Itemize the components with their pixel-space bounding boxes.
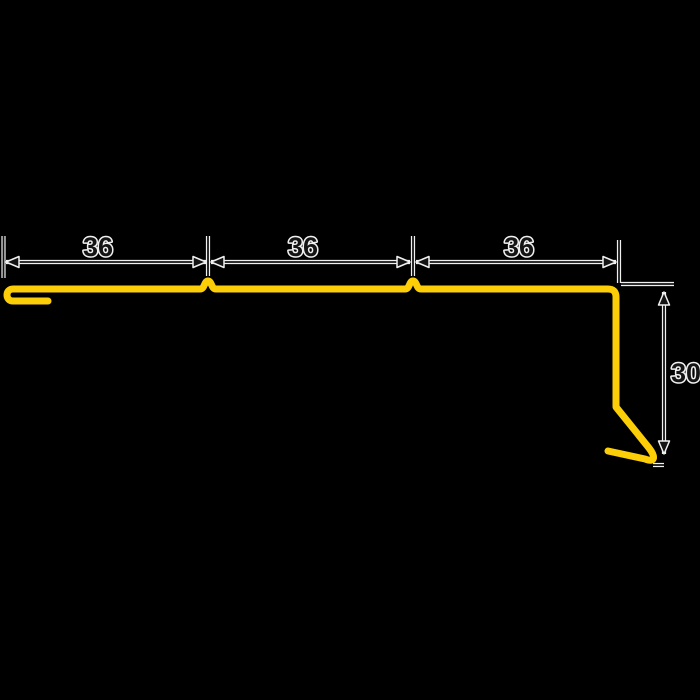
arrowhead-up-icon (657, 291, 671, 306)
dimension-ink-layer (2, 235, 675, 466)
dimension-label-36-3: 36 (504, 232, 534, 262)
dimension-label-30: 30 (671, 358, 700, 388)
arrowhead-left-icon (5, 255, 20, 269)
profile-outline (3, 277, 657, 464)
arrowhead-right-icon (192, 255, 207, 269)
arrowhead-down-icon (657, 440, 671, 455)
dimension-label-36-1: 36 (83, 232, 113, 262)
dimension-label-36-2: 36 (288, 232, 318, 262)
arrowhead-right-icon (602, 255, 617, 269)
arrowhead-left-icon (210, 255, 225, 269)
arrowhead-right-icon (396, 255, 411, 269)
dimension-halo-layer (4, 236, 675, 465)
arrowhead-left-icon (415, 255, 430, 269)
